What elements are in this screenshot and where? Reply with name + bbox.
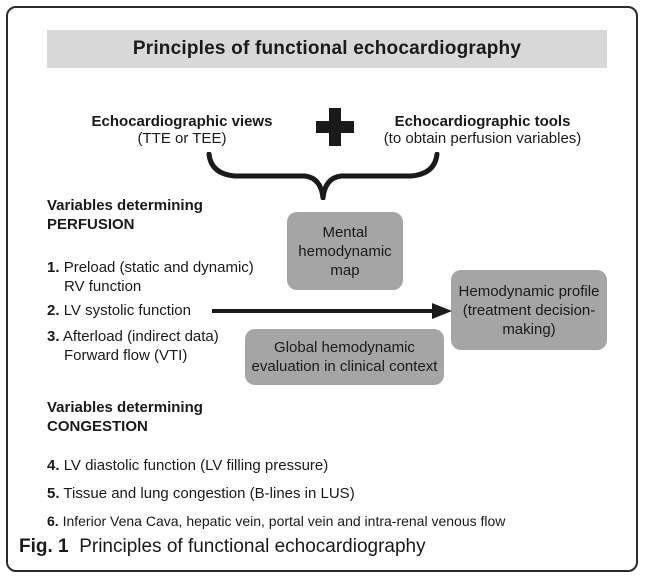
plus-icon — [316, 108, 354, 146]
congestion-item-6: 6. Inferior Vena Cava, hepatic vein, por… — [47, 512, 505, 531]
congestion-item-5: 5. Tissue and lung congestion (B-lines i… — [47, 484, 355, 503]
item-number: 5. — [47, 485, 60, 502]
echo-tools-title: Echocardiographic tools — [394, 113, 571, 130]
congestion-heading-line1: Variables determining — [47, 399, 203, 416]
perfusion-heading: Variables determining PERFUSION — [47, 196, 203, 234]
item-text: Afterload (indirect data) — [62, 328, 219, 345]
item-text: LV systolic function — [63, 302, 191, 319]
item-number: 3. — [47, 328, 60, 345]
echo-views-block: Echocardiographic views (TTE or TEE) — [62, 113, 302, 147]
congestion-heading: Variables determining CONGESTION — [47, 398, 203, 436]
mental-map-box: Mental hemodynamic map — [287, 212, 403, 290]
perfusion-item-1: 1. Preload (static and dynamic) RV funct… — [47, 258, 254, 296]
echo-tools-block: Echocardiographic tools (to obtain perfu… — [370, 113, 595, 147]
echo-views-subtitle: (TTE or TEE) — [137, 130, 227, 147]
box-text: Global hemodynamic — [274, 339, 415, 356]
arrow-right-icon — [212, 303, 452, 319]
perfusion-item-3: 3. Afterload (indirect data) Forward flo… — [47, 327, 219, 365]
item-text: Tissue and lung congestion (B-lines in L… — [63, 485, 355, 502]
item-text: Preload (static and dynamic) — [63, 259, 254, 276]
figure-caption-text: Principles of functional echocardiograph… — [79, 536, 426, 557]
diagram-title: Principles of functional echocardiograph… — [132, 38, 522, 59]
box-text: map — [330, 261, 360, 279]
curly-brace-icon — [206, 152, 440, 200]
figure-label: Fig. 1 — [19, 536, 69, 557]
figure-caption: Fig. 1 Principles of functional echocard… — [19, 536, 426, 558]
item-number: 6. — [47, 513, 59, 529]
item-text: Inferior Vena Cava, hepatic vein, portal… — [62, 513, 506, 529]
echo-views-title: Echocardiographic views — [91, 113, 273, 130]
box-text: making) — [502, 320, 556, 338]
congestion-item-4: 4. LV diastolic function (LV filling pre… — [47, 456, 328, 475]
box-text: Mental — [322, 223, 368, 241]
echo-tools-subtitle: (to obtain perfusion variables) — [383, 130, 582, 147]
box-text: Hemodynamic profile — [458, 282, 600, 300]
congestion-heading-line2: CONGESTION — [47, 418, 148, 435]
item-text-line2: RV function — [64, 278, 142, 295]
box-text: (treatment decision- — [462, 301, 596, 319]
item-text-line2: Forward flow (VTI) — [64, 347, 188, 364]
box-text: hemodynamic — [298, 242, 392, 260]
global-evaluation-box: Global hemodynamic evaluation in clinica… — [245, 329, 444, 385]
hemodynamic-profile-box: Hemodynamic profile (treatment decision-… — [451, 270, 607, 350]
item-number: 2. — [47, 302, 60, 319]
diagram-title-bar: Principles of functional echocardiograph… — [47, 30, 607, 68]
perfusion-heading-line2: PERFUSION — [47, 216, 135, 233]
box-text: evaluation in clinical context — [251, 358, 438, 375]
item-text: LV diastolic function (LV filling pressu… — [63, 457, 329, 474]
perfusion-item-2: 2. LV systolic function — [47, 301, 191, 320]
item-number: 4. — [47, 457, 60, 474]
item-number: 1. — [47, 259, 60, 276]
perfusion-heading-line1: Variables determining — [47, 197, 203, 214]
